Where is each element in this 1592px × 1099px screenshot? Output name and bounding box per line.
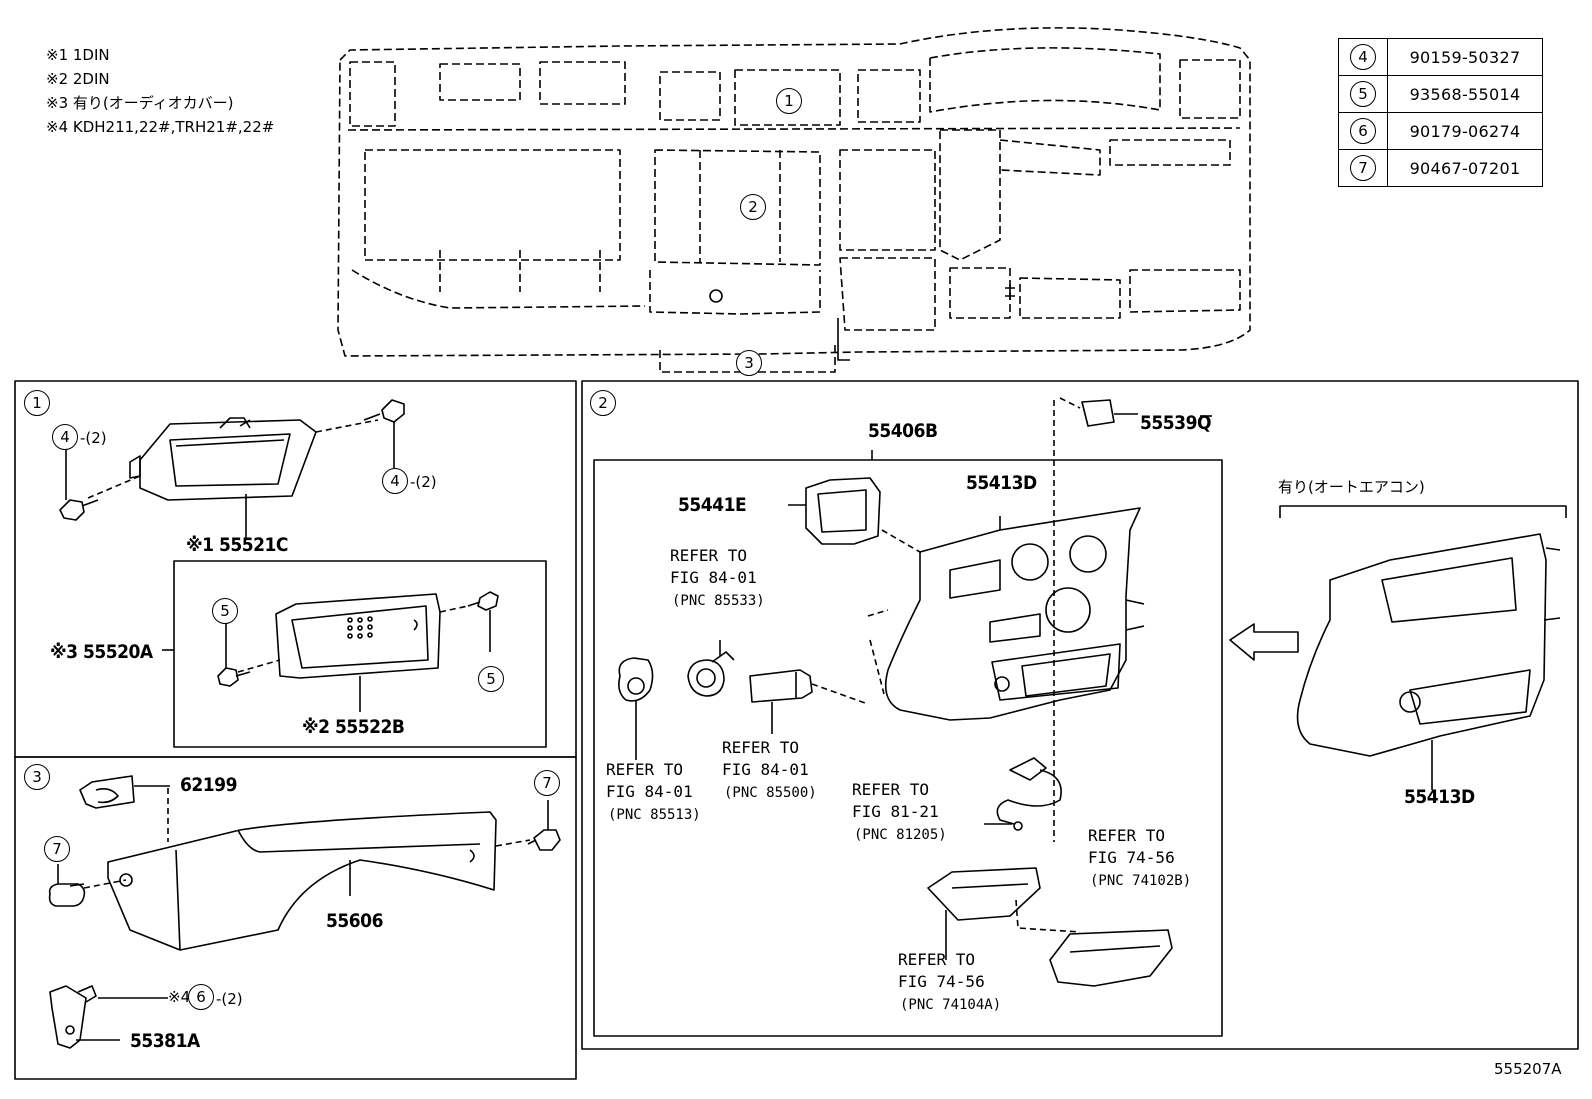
audio-cover-55522b-drawing	[275, 593, 441, 679]
overview-callout-1: 1	[776, 88, 802, 114]
fig-line: FIG 84-01	[670, 568, 757, 587]
bracket-55381a-drawing	[49, 985, 97, 1049]
panel-1-index: 1	[24, 390, 50, 416]
pnc-line: (PNC 85500)	[724, 785, 817, 801]
part-label-62199: 62199	[180, 774, 237, 796]
part-label-55381a: 55381A	[130, 1030, 200, 1052]
note-audio-cover: ※3 有り(オーディオカバー)	[46, 94, 234, 112]
part-number: 90467-07201	[1387, 149, 1543, 187]
part-label-55539q: 55539Q	[1140, 412, 1212, 434]
overview-callout-3: 3	[736, 350, 762, 376]
qty-6: -(2)	[216, 990, 243, 1008]
pnc-line: (PNC 81205)	[854, 827, 947, 843]
callout-key: 6	[1350, 118, 1376, 144]
figure-id: 555207A	[1494, 1060, 1562, 1078]
part-label-55406b: 55406B	[868, 420, 938, 442]
part-label-55413d: 55413D	[966, 472, 1037, 494]
fig-line: FIG 74-56	[1088, 848, 1175, 867]
qty-right: -(2)	[410, 473, 437, 491]
callout-key: 4	[1350, 44, 1376, 70]
callout-key: 5	[1350, 81, 1376, 107]
callout-4-left: 4	[52, 424, 78, 450]
part-label-55520a: ※3 55520A	[50, 641, 153, 663]
pnc-line: (PNC 85513)	[608, 807, 701, 823]
note-1din: ※1 1DIN	[46, 46, 110, 64]
panel-2-frame	[581, 380, 1579, 1050]
clip-left-7	[48, 883, 86, 907]
fig-line: FIG 74-56	[898, 972, 985, 991]
auto-ac-label: 有り(オートエアコン)	[1278, 478, 1425, 496]
pocket-55521c-drawing	[129, 417, 317, 501]
note-4-mark: ※4	[168, 988, 191, 1006]
panel-2-index: 2	[590, 390, 616, 416]
part-number: 90179-06274	[1387, 112, 1543, 150]
callout-4-right: 4	[382, 468, 408, 494]
fig-line: FIG 84-01	[722, 760, 809, 779]
note-2din: ※2 2DIN	[46, 70, 110, 88]
callout-6: 6	[188, 984, 214, 1010]
qty-left: -(2)	[80, 429, 107, 447]
part-label-55413d-alt: 55413D	[1404, 786, 1475, 808]
overview-callout-2: 2	[740, 194, 766, 220]
part-label-55522b: ※2 55522B	[302, 716, 405, 738]
fig-line: FIG 81-21	[852, 802, 939, 821]
sensor-81205-drawing	[996, 757, 1062, 831]
table-row: 4 90159-50327	[1338, 38, 1543, 76]
parts-number-table: 4 90159-50327 5 93568-55014 6 90179-0627…	[1338, 38, 1543, 187]
tray-74102b-drawing	[1049, 929, 1173, 987]
socket-85513-drawing	[618, 657, 654, 702]
callout-5-left: 5	[212, 598, 238, 624]
fig-line: FIG 84-01	[606, 782, 693, 801]
panel-3-frame	[14, 756, 577, 1080]
refer-line: REFER TO	[1088, 826, 1166, 845]
part-label-55521c: ※1 55521C	[186, 534, 288, 556]
socket-85533-drawing	[687, 651, 735, 697]
note-models: ※4 KDH211,22#,TRH21#,22#	[46, 118, 275, 136]
part-label-55441e: 55441E	[678, 494, 747, 516]
refer-line: REFER TO	[898, 950, 976, 969]
lighter-85500-drawing	[749, 669, 813, 703]
housing-55441e-drawing	[805, 477, 881, 545]
screw-cover-right	[467, 591, 499, 611]
alt-cluster-drawing	[1296, 533, 1561, 757]
switch-55539q-drawing	[1081, 399, 1115, 427]
tray-74104a-drawing	[927, 867, 1041, 921]
refer-line: REFER TO	[852, 780, 930, 799]
refer-line: REFER TO	[670, 546, 748, 565]
callout-7-right: 7	[534, 770, 560, 796]
pnc-line: (PNC 74104A)	[900, 997, 1002, 1013]
clip-right-7	[527, 829, 561, 851]
screw-cover-left	[217, 667, 251, 687]
panel-3-index: 3	[24, 764, 50, 790]
callout-7-left: 7	[44, 836, 70, 862]
refer-line: REFER TO	[722, 738, 800, 757]
callout-5-right: 5	[478, 666, 504, 692]
instrument-panel-overview	[337, 27, 1251, 373]
left-arrow-icon	[1229, 623, 1299, 661]
part-number: 90159-50327	[1387, 38, 1543, 76]
pnc-line: (PNC 85533)	[672, 593, 765, 609]
table-row: 6 90179-06274	[1338, 112, 1543, 150]
callout-key: 7	[1350, 155, 1376, 181]
refer-line: REFER TO	[606, 760, 684, 779]
audio-cover-subframe	[173, 560, 547, 748]
lower-cover-55606-drawing	[107, 811, 497, 951]
part-number: 93568-55014	[1387, 75, 1543, 113]
center-cluster-55413d-drawing	[884, 507, 1145, 721]
part-label-55606: 55606	[326, 910, 383, 932]
clip-62199-drawing	[79, 775, 135, 809]
screw-right-1	[363, 399, 405, 423]
panel-2-inner-frame	[593, 459, 1223, 1037]
table-row: 7 90467-07201	[1338, 149, 1543, 187]
table-row: 5 93568-55014	[1338, 75, 1543, 113]
screw-left-1	[59, 499, 99, 521]
pnc-line: (PNC 74102B)	[1090, 873, 1192, 889]
